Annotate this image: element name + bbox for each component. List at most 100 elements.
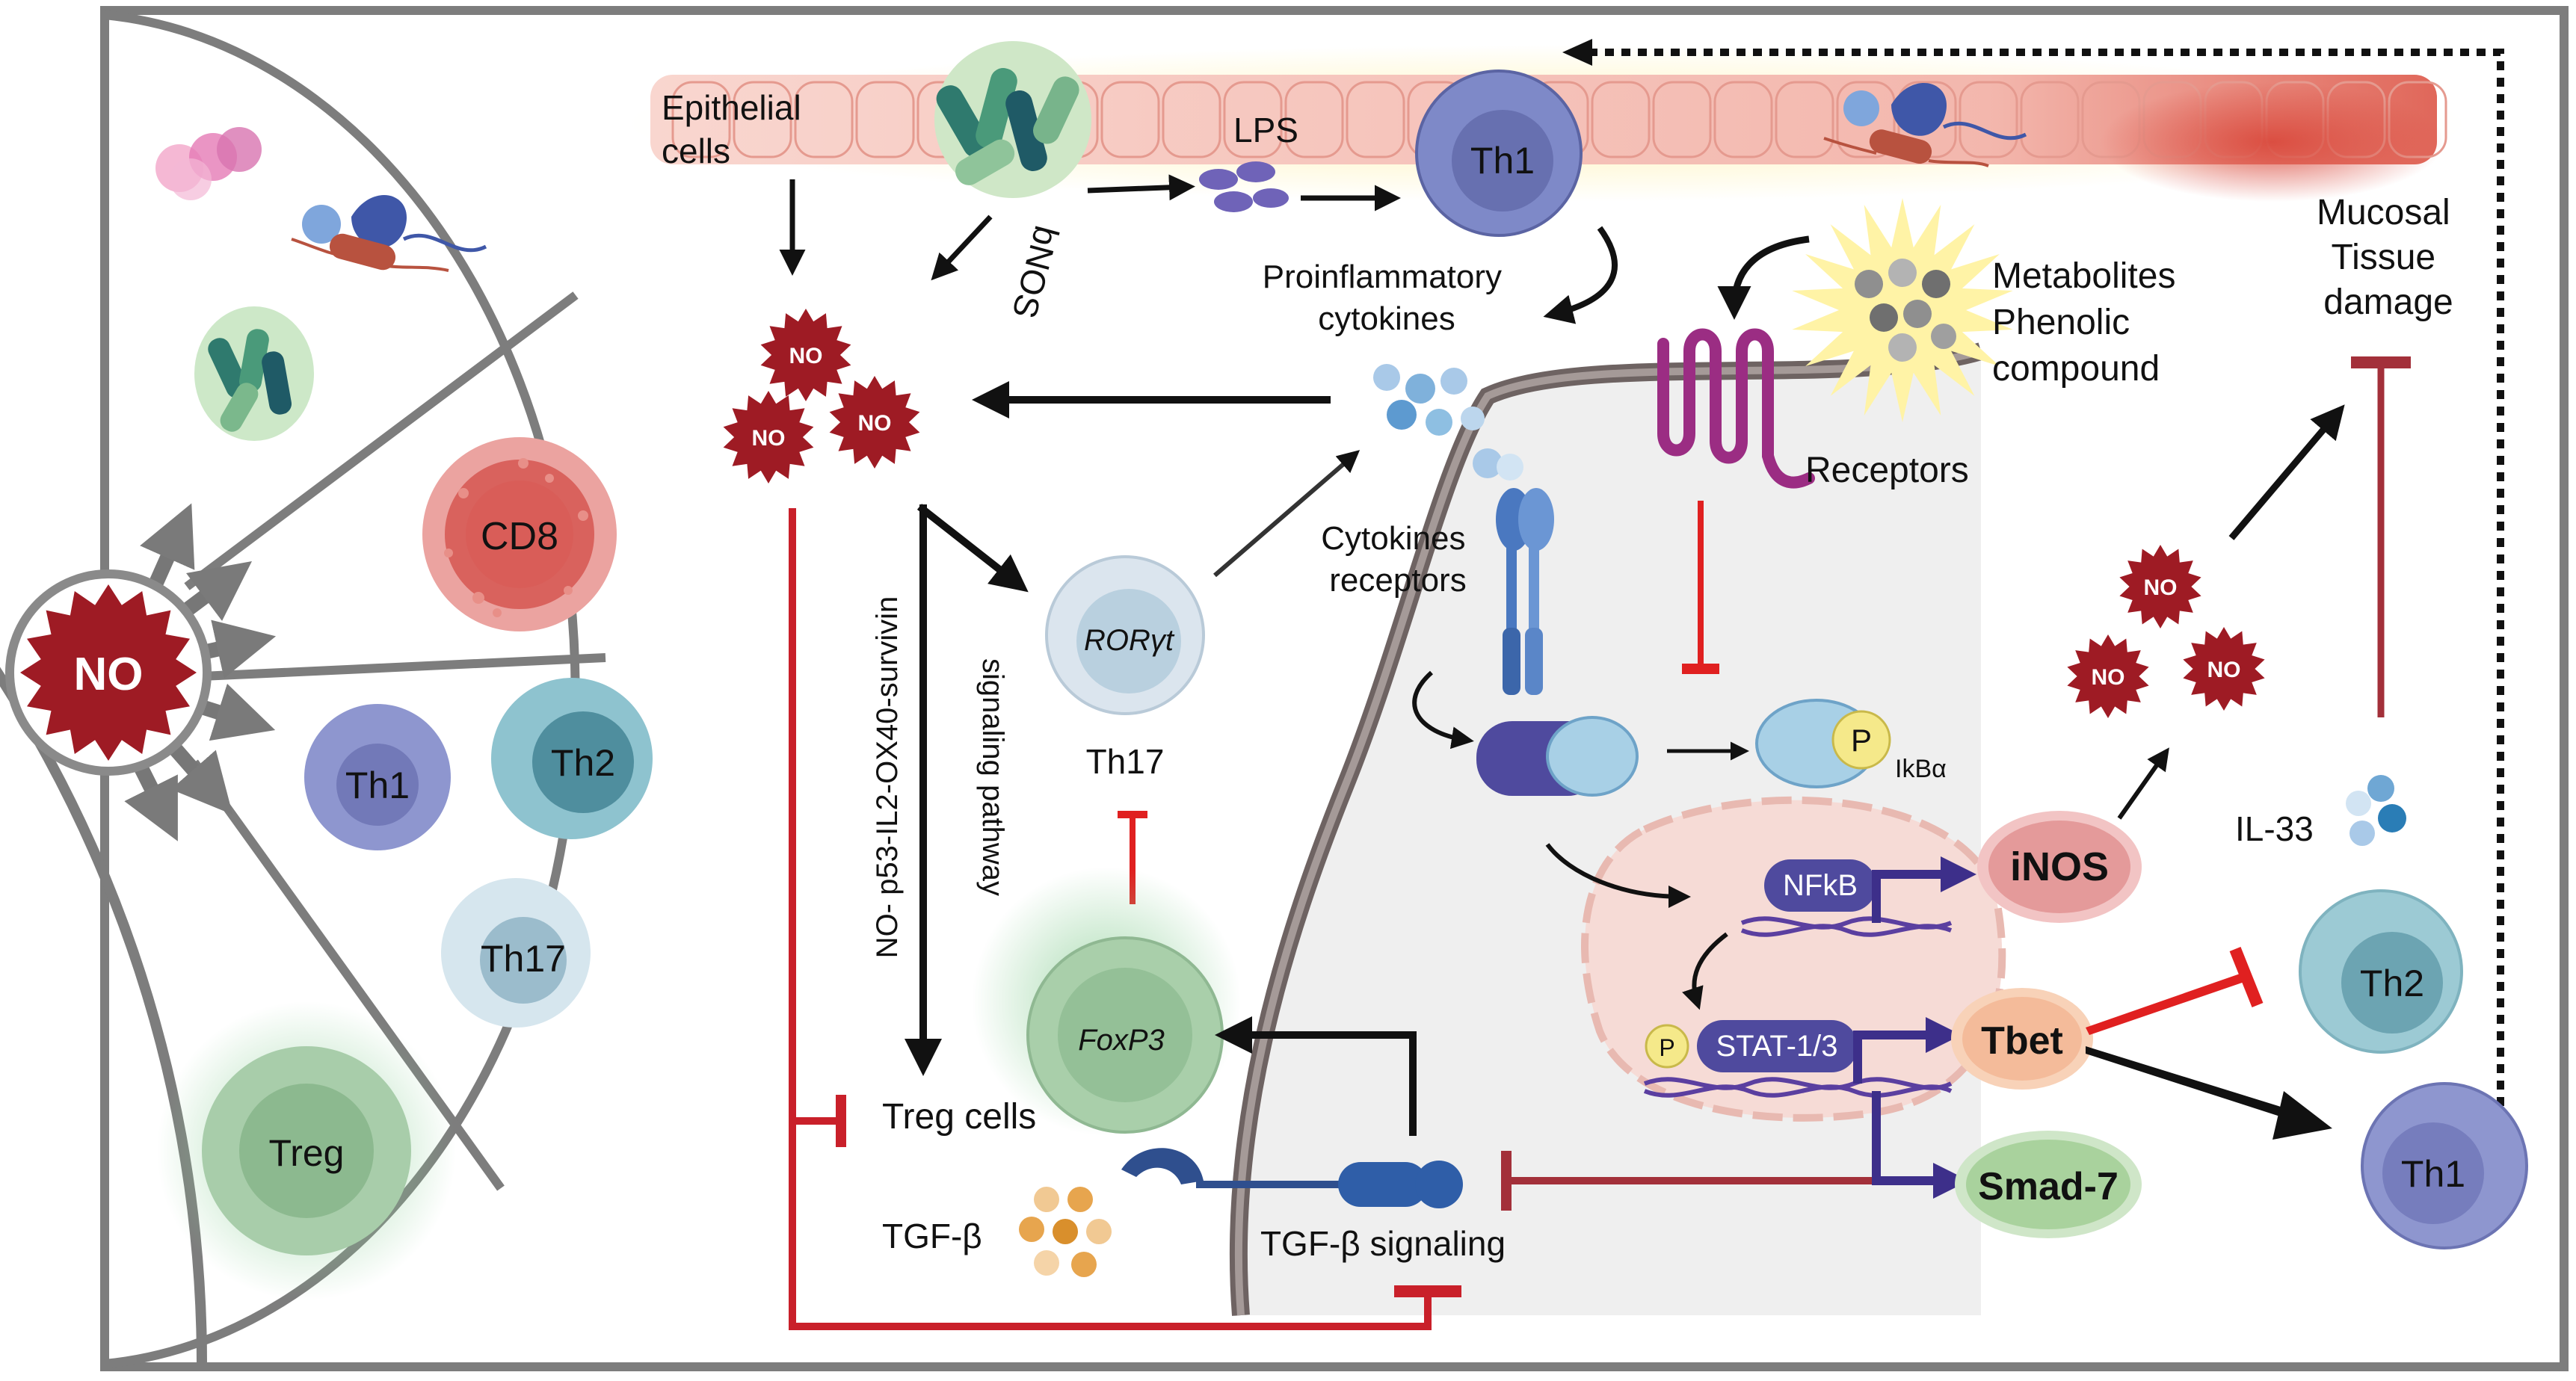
- treg-cells-label: Treg cells: [882, 1097, 1036, 1137]
- no-hub: NO: [5, 503, 277, 841]
- stat-box: [1697, 1020, 1858, 1072]
- dna-strand-1: [1740, 916, 1953, 937]
- arrow-th17-cytokines: [1213, 450, 1361, 578]
- arrow-to-nucleus: [1545, 843, 1691, 908]
- epithelial-cell: [1100, 81, 1160, 158]
- receptors-label: Receptors: [1805, 451, 1969, 490]
- arrow-no-th17: [916, 504, 1029, 593]
- pathway-line2: signaling pathway: [976, 658, 1009, 896]
- pathogen-icon: [1823, 83, 2027, 167]
- microbiota-cluster-icon: [194, 306, 314, 441]
- cd8-label: CD8: [481, 515, 558, 558]
- inos-node: iNOS: [1977, 811, 2142, 923]
- th2-right-cell: Th2: [2299, 889, 2463, 1054]
- no-molecule-icon: [760, 309, 851, 401]
- dna-strand-2: [1643, 1077, 1953, 1098]
- epithelial-cell: [1591, 81, 1651, 158]
- ikba-label: IkBα: [1895, 755, 1947, 783]
- th17-rorgt-cell: RORγt: [1045, 555, 1205, 715]
- il33-label: IL-33: [2235, 809, 2314, 848]
- feedback-dotted-arrow: [1585, 49, 2504, 1106]
- epithelial-cell: [733, 81, 792, 158]
- arrow-tgf-foxp3: [1215, 1016, 1417, 1136]
- th17-label: Th17: [481, 938, 566, 980]
- epithelial-cell: [1713, 81, 1773, 158]
- metabolites-icon: [1792, 198, 2013, 422]
- epithelial-cell: [1284, 81, 1344, 158]
- cytokine-receptor-icon: [1496, 488, 1554, 695]
- no-molecule-label: NO: [2207, 658, 2241, 682]
- gpcr-receptor-icon: [1657, 328, 1815, 489]
- stat-p-icon: [1645, 1024, 1689, 1069]
- epithelial-cell: [1162, 81, 1221, 158]
- arrow-stat-tbet: [1853, 1017, 1962, 1084]
- epithelial-cell: [1346, 81, 1405, 158]
- il33-particles-icon: [2346, 775, 2406, 846]
- epithelial-cell: [1223, 81, 1283, 158]
- arrow-tbet-th1: [2086, 1046, 2302, 1122]
- stat-p-label: P: [1659, 1034, 1674, 1061]
- epithelial-cells-label: Epithelial cells: [662, 88, 810, 170]
- bacteria-icon: [155, 127, 262, 200]
- th1-cell: Th1: [304, 704, 451, 850]
- th2-right-label: Th2: [2360, 963, 2424, 1004]
- th1-label: Th1: [345, 764, 410, 806]
- mucosal-damage-label: Mucosal Tissue damage: [2317, 193, 2460, 322]
- nfkb-box: [1764, 859, 1876, 912]
- treg-label: Treg: [269, 1132, 345, 1174]
- foxp3-cell: FoxP3: [972, 867, 1241, 1136]
- th2-cell: Th2: [491, 678, 653, 839]
- cytokine-particles-icon: [1373, 364, 1523, 481]
- arrow-inos-no: [2117, 747, 2169, 820]
- foxp3-label: FoxP3: [1078, 1024, 1165, 1057]
- cytokines-receptors-label: Cytokines receptors: [1321, 520, 1474, 599]
- th1-right-cell: Th1: [2361, 1082, 2528, 1249]
- smad7-node: Smad-7: [1955, 1131, 2142, 1238]
- immune-cell-panel: CD8 Th1 Th2 Th17 Treg: [0, 10, 653, 1368]
- microbiota-icon: [934, 41, 1091, 198]
- arrow-bnos-no: [931, 214, 993, 281]
- epithelial-cell: [1652, 81, 1712, 158]
- no-molecule-label: NO: [752, 426, 786, 451]
- pathway-line1: NO- p53-IL2-OX40-survivin: [871, 596, 904, 959]
- arrow-stat-smad7: [1872, 1091, 1969, 1199]
- tbet-label: Tbet: [1981, 1019, 2063, 1063]
- epithelial-cell: [1959, 81, 2018, 158]
- th1-epithelial-cell: Th1: [1415, 69, 1583, 237]
- lps-particles-icon: [1199, 161, 1289, 212]
- no-molecule-icon: [2119, 545, 2201, 628]
- arrow-metabolites-receptor: [1717, 235, 1810, 320]
- ikba-icon: P: [1755, 699, 1891, 788]
- tbet-node: Tbet: [1951, 988, 2093, 1090]
- epithelial-cell: [855, 81, 915, 158]
- epithelial-cell: [794, 81, 854, 158]
- no-molecule-label: NO: [2144, 575, 2178, 600]
- th1-right-label: Th1: [2401, 1153, 2465, 1195]
- cd8-cell: CD8: [422, 437, 617, 631]
- arrow-no-damage: [2228, 404, 2345, 540]
- no-molecule-icon: [2183, 627, 2265, 711]
- epithelial-cell: [671, 81, 731, 158]
- no-molecule-icon: [2067, 634, 2149, 718]
- arrow-nfkb-inos: [1872, 856, 1976, 923]
- tgf-receptor-icon: [1121, 1148, 1463, 1208]
- smad7-label: Smad-7: [1978, 1165, 2119, 1208]
- nfkb-complex-icon: [1476, 716, 1639, 797]
- nfkb-label: NFkB: [1783, 869, 1858, 902]
- inhibit-no-line: [789, 508, 1432, 1330]
- proinflammatory-label: Proinflammatory cytokines: [1263, 259, 1512, 337]
- no-molecule-label: NO: [789, 344, 823, 368]
- epithelial-cell: [1836, 81, 1896, 158]
- treg-cell: Treg: [157, 1001, 456, 1300]
- lps-label: LPS: [1233, 111, 1298, 149]
- tgf-particles-icon: [1019, 1187, 1112, 1277]
- arrow-receptor-complex: [1412, 670, 1474, 750]
- inos-label: iNOS: [2010, 844, 2109, 889]
- ikba-p-label: P: [1851, 723, 1872, 758]
- th17-cell: Th17: [441, 878, 591, 1028]
- virus-bacteria-icon: [291, 195, 487, 272]
- arrow-th1-cytokines: [1543, 226, 1618, 324]
